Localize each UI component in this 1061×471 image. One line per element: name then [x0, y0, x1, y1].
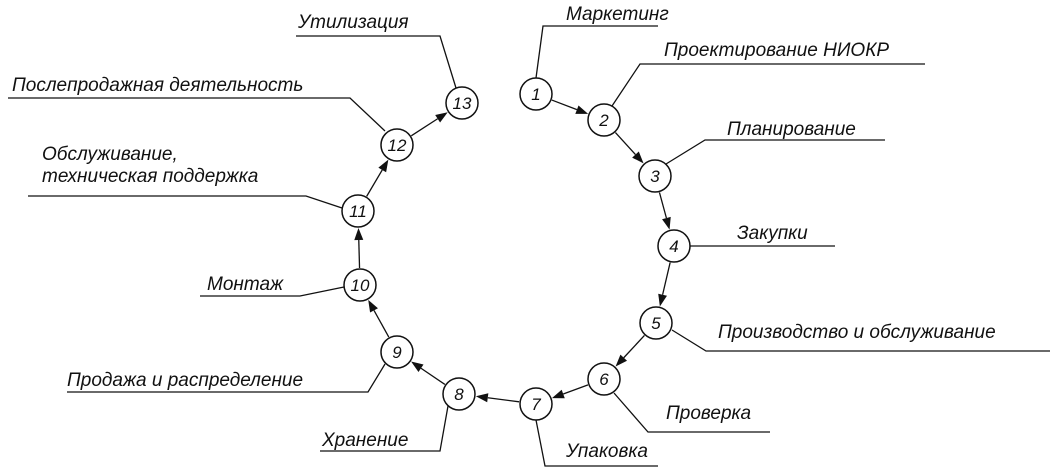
flow-arrowhead-9-10	[368, 299, 378, 313]
flow-arrowhead-10-11	[354, 227, 364, 241]
flow-arrowhead-4-5	[658, 293, 667, 307]
stage-circle-9	[380, 335, 414, 369]
stage-circle-4	[657, 229, 691, 263]
stage-circle-3	[638, 159, 672, 193]
flow-arrowhead-6-7	[551, 389, 565, 399]
stage-label-5: Производство и обслуживание	[718, 322, 996, 343]
stage-circle-2	[587, 103, 621, 137]
stage-number-5: 5	[651, 314, 661, 333]
flow-arrow-line-12-13	[410, 118, 438, 137]
stage-number-8: 8	[454, 385, 464, 404]
stage-circle-12	[380, 128, 414, 162]
stage-number-7: 7	[531, 395, 541, 414]
flow-arrow-line-4-5	[661, 262, 671, 295]
leader-line-6	[613, 392, 770, 433]
stage-number-12: 12	[388, 136, 407, 155]
flow-arrow-line-10-11	[358, 239, 361, 269]
flow-arrowhead-3-4	[662, 216, 671, 230]
leader-line-8	[320, 405, 449, 452]
stage-label-10: Монтаж	[207, 274, 284, 295]
flow-arrowhead-2-3	[632, 151, 644, 164]
stage-number-1: 1	[531, 85, 540, 104]
leader-line-2	[611, 63, 925, 107]
stage-circle-1	[519, 77, 553, 111]
flow-arrow-line-7-8	[487, 397, 520, 403]
stage-label-2: Проектирование НИОКР	[664, 40, 890, 61]
stage-circle-10	[343, 268, 377, 302]
stage-label-4: Закупки	[737, 223, 808, 244]
flow-arrow-line-8-9	[420, 367, 446, 386]
leader-lines	[8, 25, 1050, 467]
stage-circle-6	[587, 362, 621, 396]
flow-arrowhead-8-9	[411, 361, 424, 372]
stage-number-4: 4	[669, 237, 678, 256]
stage-number-9: 9	[392, 343, 402, 362]
stage-circle-7	[519, 387, 553, 421]
leader-line-13	[296, 35, 457, 89]
stage-label-3: Планирование	[727, 119, 856, 140]
leader-line-7	[535, 419, 658, 467]
flow-arrowhead-7-8	[475, 393, 489, 403]
leader-line-10	[200, 286, 345, 297]
flow-arrow-line-5-6	[623, 335, 645, 359]
stage-circle-5	[639, 306, 673, 340]
flow-arrow-line-11-12	[366, 169, 383, 197]
flow-arrow-line-3-4	[658, 192, 668, 219]
flow-arrow-line-6-7	[562, 384, 589, 395]
flow-arrowhead-1-2	[575, 105, 589, 114]
stage-circle-13	[445, 86, 479, 120]
flow-arrowhead-12-13	[435, 112, 448, 123]
stage-label-11: Обслуживание, техническая поддержка	[42, 144, 259, 187]
leader-line-5	[671, 329, 1050, 352]
stage-label-13: Утилизация	[298, 12, 409, 33]
stage-label-6: Проверка	[666, 403, 752, 424]
leader-line-9	[67, 363, 386, 393]
stage-number-13: 13	[453, 94, 472, 113]
flow-arrowhead-11-12	[378, 159, 389, 173]
stage-circle-11	[341, 194, 375, 228]
flow-arrows	[354, 99, 671, 403]
stage-number-2: 2	[598, 111, 609, 130]
stage-number-6: 6	[599, 370, 609, 389]
stage-label-1: Маркетинг	[566, 4, 669, 25]
leader-line-11	[28, 195, 343, 209]
stage-number-10: 10	[351, 276, 370, 295]
stage-number-11: 11	[349, 202, 367, 221]
flow-arrow-line-1-2	[551, 99, 578, 111]
flow-arrow-line-2-3	[614, 132, 636, 155]
stage-label-7: Упаковка	[566, 441, 648, 462]
leader-line-3	[665, 139, 885, 165]
leader-line-1	[535, 25, 658, 79]
leader-line-12	[8, 97, 386, 132]
flow-arrowhead-5-6	[615, 354, 628, 367]
stage-number-3: 3	[650, 167, 660, 186]
stage-label-12: Послепродажная деятельность	[12, 75, 304, 96]
flow-arrow-line-9-10	[373, 310, 390, 338]
stage-label-9: Продажа и распределение	[67, 370, 304, 391]
stage-label-8: Хранение	[322, 430, 409, 451]
stage-circle-8	[442, 377, 476, 411]
